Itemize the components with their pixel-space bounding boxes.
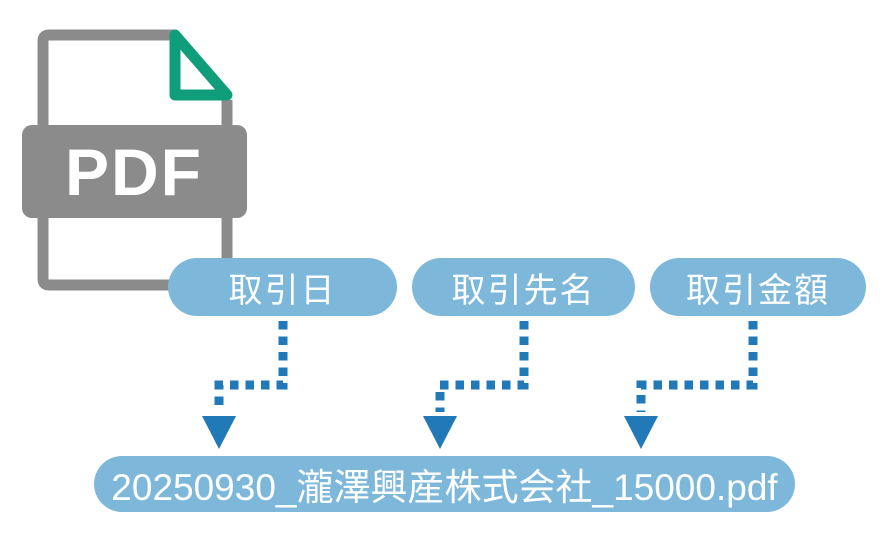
- arrow-dotted-line: [435, 321, 529, 412]
- field-pill-partner-name-label: 取引先名: [451, 271, 596, 310]
- pdf-band: [22, 125, 247, 218]
- arrow-amount: [624, 321, 758, 449]
- arrowhead-down-icon: [202, 416, 236, 449]
- filename-bar: 20250930_瀧澤興産株式会社_15000.pdf: [94, 456, 795, 512]
- arrowhead-down-icon: [624, 416, 658, 449]
- arrow-dotted-line: [636, 321, 758, 412]
- field-pill-amount-label: 取引金額: [686, 271, 830, 310]
- pdf-label: PDF: [65, 135, 203, 209]
- field-pill-amount: 取引金額: [650, 258, 866, 316]
- field-pill-transaction-date-label: 取引日: [228, 271, 337, 310]
- field-pill-partner-name: 取引先名: [412, 258, 635, 316]
- filename-text: 20250930_瀧澤興産株式会社_15000.pdf: [111, 467, 778, 508]
- folded-corner-icon: [169, 29, 233, 101]
- arrow-dotted-line: [214, 321, 288, 412]
- arrow-partner-name: [423, 321, 529, 449]
- pdf-file-icon: PDF: [22, 29, 247, 291]
- field-pill-transaction-date: 取引日: [168, 258, 397, 316]
- arrowhead-down-icon: [423, 416, 457, 449]
- arrow-transaction-date: [202, 321, 288, 449]
